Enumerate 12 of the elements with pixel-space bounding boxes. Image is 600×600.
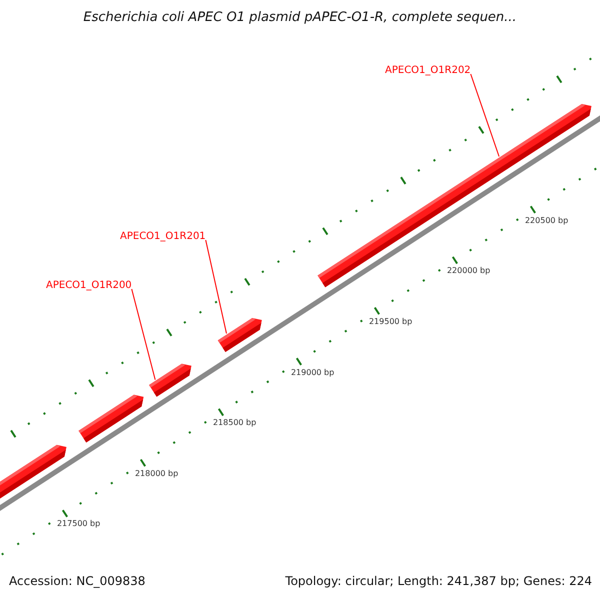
scale-label: 220500 bp bbox=[524, 216, 568, 225]
leader-line bbox=[470, 74, 500, 157]
footer-text: Accession: NC_009838 bbox=[9, 574, 146, 588]
diagram-title: Escherichia coli APEC O1 plasmid pAPEC-O1-R, complete sequen... bbox=[82, 10, 518, 25]
gene-label: APECO1_O1R200 bbox=[46, 280, 132, 291]
footer-text: Topology: circular; Length: 241,387 bp; Genes: 224 bbox=[285, 574, 592, 588]
gene-label: APECO1_O1R201 bbox=[120, 231, 206, 242]
leader-line bbox=[205, 240, 227, 334]
scale-label: 220000 bp bbox=[446, 266, 490, 276]
scale-label: 219000 bp bbox=[290, 368, 334, 377]
gene-label: APECO1_O1R202 bbox=[385, 65, 471, 76]
leader-line bbox=[131, 288, 156, 380]
